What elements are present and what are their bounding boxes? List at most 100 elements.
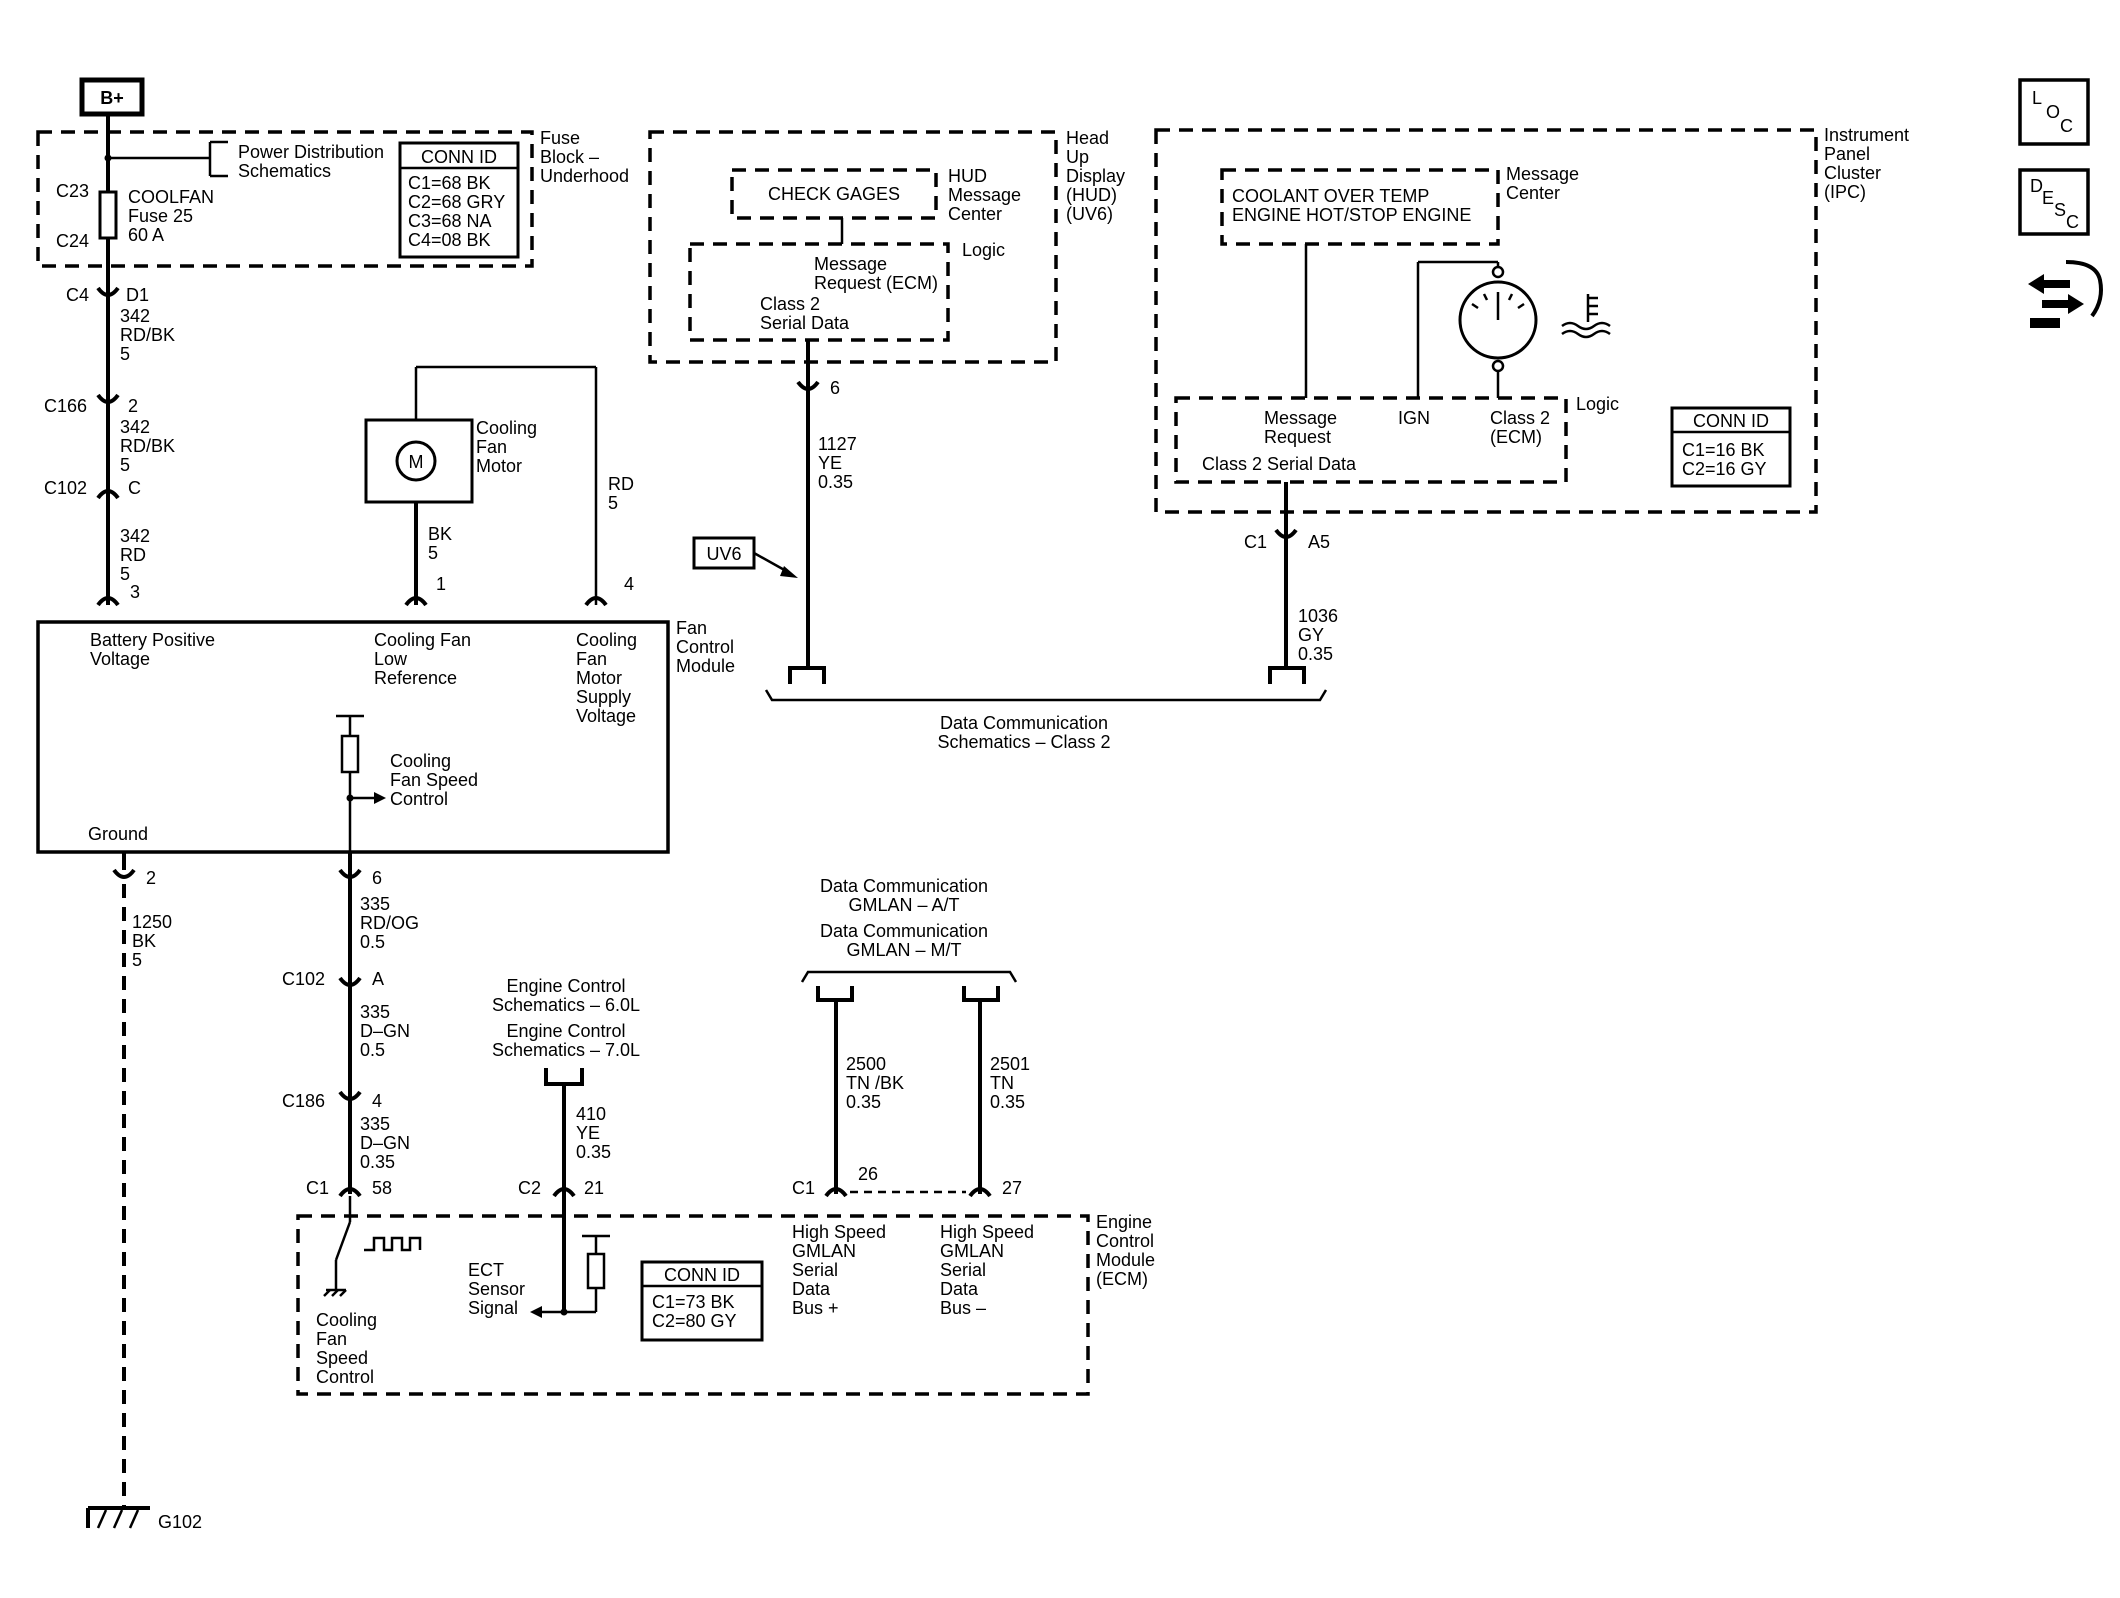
- w1036-2: GY: [1298, 625, 1324, 645]
- ipc-msg-text-2: ENGINE HOT/STOP ENGINE: [1232, 205, 1471, 225]
- fcm-speed-1: Cooling: [390, 751, 451, 771]
- ect-pullup-resistor: [586, 1252, 606, 1290]
- bplus-terminal: B+: [79, 77, 145, 117]
- fcm-supply-2: Fan: [576, 649, 607, 669]
- hud-name-1: Head: [1066, 128, 1109, 148]
- desc-letter-1: D: [2030, 176, 2043, 196]
- ecm-c2-pin: 21: [584, 1178, 604, 1198]
- fuse-conn-id-row-2: C2=68 GRY: [408, 192, 505, 212]
- ecm-hs-minus-5: Bus –: [940, 1298, 986, 1318]
- fuse-line-3: 60 A: [128, 225, 164, 245]
- c186-pin: 4: [372, 1091, 382, 1111]
- rd5-2: 5: [608, 493, 618, 513]
- c24-label: C24: [56, 231, 89, 251]
- motor-label-1: Cooling: [476, 418, 537, 438]
- hud-name-4: (HUD): [1066, 185, 1117, 205]
- coolant-temp-symbol-icon: [1561, 294, 1611, 339]
- hud-msg-center-3: Center: [948, 204, 1002, 224]
- ecm-c2-21-symbol: [552, 1187, 576, 1198]
- hud-check-gages: CHECK GAGES: [768, 184, 900, 204]
- fcm-batt-2: Voltage: [90, 649, 150, 669]
- w410-2: YE: [576, 1123, 600, 1143]
- w342c-2: RD: [120, 545, 146, 565]
- w2500-3: 0.35: [846, 1092, 881, 1112]
- w2500-1: 2500: [846, 1054, 886, 1074]
- ipc-ign: IGN: [1398, 408, 1430, 428]
- w342a-1: 342: [120, 306, 150, 326]
- hud-class2-1: Class 2: [760, 294, 820, 314]
- fcm-batt-1: Battery Positive: [90, 630, 215, 650]
- w1127-2: YE: [818, 453, 842, 473]
- ground-g102-icon: [86, 1506, 150, 1529]
- pullup-resistor: [340, 734, 360, 774]
- motor-label-2: Fan: [476, 437, 507, 457]
- ecm-fan-ctrl-4: Control: [316, 1367, 374, 1387]
- ecm-name-4: (ECM): [1096, 1269, 1148, 1289]
- fuse-symbol: [98, 190, 118, 240]
- hud-msg-center-1: HUD: [948, 166, 987, 186]
- ecm-c2-label: C2: [518, 1178, 541, 1198]
- ecm-c1b-label: C1: [792, 1178, 815, 1198]
- w1250-3: 5: [132, 950, 142, 970]
- ipc-msg-text-1: COOLANT OVER TEMP: [1232, 186, 1429, 206]
- w410-1: 410: [576, 1104, 606, 1124]
- c166-label: C166: [44, 396, 87, 416]
- fan-control-module: Fan Control Module Battery Positive Volt…: [36, 618, 735, 854]
- power-dist-line-2: Schematics: [238, 161, 331, 181]
- ipc-class2-serial: Class 2 Serial Data: [1202, 454, 1357, 474]
- hud-pin6-symbol: [796, 380, 820, 391]
- ecm-pin-26: 26: [858, 1164, 878, 1184]
- desc-letter-4: C: [2066, 212, 2079, 232]
- w335b-3: 0.5: [360, 1040, 385, 1060]
- loc-button[interactable]: L O C: [2018, 78, 2090, 146]
- instrument-panel-cluster: Instrument Panel Cluster (IPC) COOLANT O…: [1154, 125, 1909, 514]
- gmlan-1: Data Communication: [820, 876, 988, 896]
- engine-ctrl-ref-bracket: [544, 1068, 584, 1086]
- ipc-logic: Logic: [1576, 394, 1619, 414]
- desc-letter-2: E: [2042, 188, 2054, 208]
- loc-letter-3: C: [2060, 116, 2073, 136]
- hud-class2-2: Serial Data: [760, 313, 850, 333]
- w2501-3: 0.35: [990, 1092, 1025, 1112]
- c102b-pin: A: [372, 969, 384, 989]
- w1036-1: 1036: [1298, 606, 1338, 626]
- uv6-arrow-icon: [780, 566, 798, 578]
- fuse-block-name-2: Block –: [540, 147, 599, 167]
- cooling-fan-motor: M Cooling Fan Motor: [364, 418, 537, 504]
- connector-c186-symbol: [338, 1090, 362, 1101]
- ecm-hs-plus-1: High Speed: [792, 1222, 886, 1242]
- fcm-name-2: Control: [676, 637, 734, 657]
- ipc-msg-req-1: Message: [1264, 408, 1337, 428]
- rd5-1: RD: [608, 474, 634, 494]
- fcm-pin6-symbol: [338, 868, 362, 879]
- fcm-name-3: Module: [676, 656, 735, 676]
- navigation-arrows-icon[interactable]: [2028, 260, 2103, 328]
- hud-msg-req-1: Message: [814, 254, 887, 274]
- hud-msg-center-2: Message: [948, 185, 1021, 205]
- ipc-class2-ecm-2: (ECM): [1490, 427, 1542, 447]
- fuse-block-name-3: Underhood: [540, 166, 629, 186]
- w335a-1: 335: [360, 894, 390, 914]
- ipc-msg-req-2: Request: [1264, 427, 1331, 447]
- c23-label: C23: [56, 181, 89, 201]
- ecm-c1-58-symbol: [338, 1187, 362, 1198]
- ecm-c1-27-symbol: [968, 1187, 992, 1198]
- w342c-1: 342: [120, 526, 150, 546]
- ecm-pin-27: 27: [1002, 1178, 1022, 1198]
- ipc-a5-symbol: [1274, 528, 1298, 539]
- fuse-block-underhood: Fuse Block – Underhood Power Distributio…: [36, 128, 629, 268]
- w335c-3: 0.35: [360, 1152, 395, 1172]
- fcm-lowref-3: Reference: [374, 668, 457, 688]
- fcm-pin1-symbol: [404, 596, 428, 607]
- fuse-conn-id-row-3: C3=68 NA: [408, 211, 492, 231]
- c4-pin: D1: [126, 285, 149, 305]
- w1036-3: 0.35: [1298, 644, 1333, 664]
- w342a-3: 5: [120, 344, 130, 364]
- fuse-conn-id-row-4: C4=08 BK: [408, 230, 491, 250]
- desc-button[interactable]: D E S C: [2018, 168, 2090, 236]
- fuse-block-name-1: Fuse: [540, 128, 580, 148]
- ecm-conn-id-row-1: C1=73 BK: [652, 1292, 735, 1312]
- fcm-name-1: Fan: [676, 618, 707, 638]
- w342b-1: 342: [120, 417, 150, 437]
